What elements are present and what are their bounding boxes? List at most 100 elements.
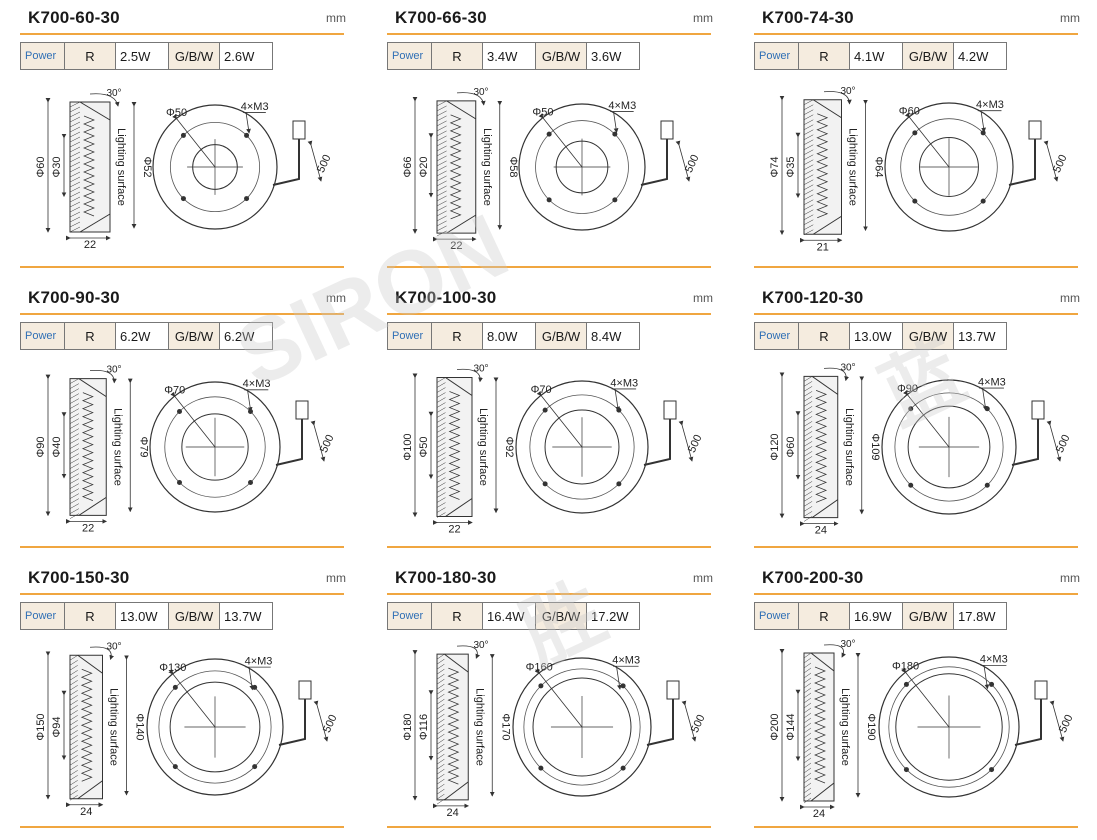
mounting-hole: [903, 681, 909, 687]
red-label: R: [64, 42, 116, 70]
mounting-hole: [616, 407, 622, 413]
mounting-hole: [176, 408, 182, 414]
hole-circle-dimension: Φ130: [159, 662, 186, 674]
mounting-hole: [984, 482, 990, 488]
lighting-surface-label: Lighting surface: [477, 408, 489, 486]
unit-label: mm: [1060, 291, 1080, 305]
gbw-power-value: 13.7W: [953, 322, 1007, 350]
gbw-power-value: 17.2W: [586, 602, 640, 630]
hole-circle-dimension: Φ60: [899, 106, 920, 118]
mounting-hole: [542, 407, 548, 413]
mounting-hole: [542, 481, 548, 487]
hole-circle: [169, 121, 261, 213]
mounting-hole: [538, 765, 544, 771]
hole-circle-dimension: Φ70: [531, 384, 552, 396]
cable-connector: 500: [1014, 680, 1076, 746]
angle-label: 30°: [473, 87, 488, 98]
red-label: R: [64, 602, 116, 630]
lighting-surface-label: Lighting surface: [847, 128, 859, 206]
footer-rule: [387, 826, 711, 828]
footer-rule: [754, 826, 1078, 828]
surface-diameter-dimension: Φ190: [865, 713, 877, 740]
inner-aperture: [169, 681, 261, 773]
red-power-value: 4.1W: [849, 42, 903, 70]
led-array: [81, 392, 94, 501]
inner-diameter-dimension: Φ116: [418, 714, 430, 740]
angle-label: 30°: [473, 364, 488, 375]
angle-label: 30°: [840, 362, 855, 373]
outer-diameter-dimension: Φ60: [35, 156, 47, 177]
hole-circle-dimension: Φ160: [526, 661, 553, 673]
header-rule: [387, 313, 711, 315]
unit-label: mm: [326, 291, 346, 305]
mounting-hole: [252, 764, 258, 770]
lighting-surface-label: Lighting surface: [843, 408, 855, 486]
lighting-surface-label: Lighting surface: [108, 688, 120, 766]
angle-label: 30°: [840, 86, 855, 97]
led-array: [447, 667, 460, 785]
mounting-hole: [620, 683, 626, 689]
cable-length-dimension: 500: [1057, 713, 1076, 735]
outer-diameter-dimension: Φ74: [769, 156, 781, 177]
model-title: K700-100-30: [395, 288, 497, 307]
gbw-label: G/B/W: [535, 602, 587, 630]
inner-diameter-dimension: Φ40: [51, 436, 63, 457]
unit-label: mm: [693, 11, 713, 25]
led-array: [816, 113, 829, 219]
ring-body-section: [436, 377, 473, 517]
cable-connector: 500: [640, 120, 702, 186]
mounting-hole: [172, 684, 178, 690]
surface-diameter-dimension: Φ64: [873, 156, 885, 177]
outer-diameter-dimension: Φ120: [769, 433, 781, 460]
inner-diameter-dimension: Φ50: [418, 436, 430, 457]
hole-circle: [164, 396, 266, 498]
depth-dimension: 24: [447, 807, 459, 819]
gbw-power-value: 8.4W: [586, 322, 640, 350]
mounting-hole: [912, 130, 918, 136]
cable-length-dimension: 500: [689, 713, 708, 735]
mounting-hole: [180, 196, 186, 202]
gbw-power-value: 13.7W: [219, 602, 273, 630]
gbw-power-value: 6.2W: [219, 322, 273, 350]
red-label: R: [798, 42, 850, 70]
depth-dimension: 22: [450, 240, 462, 252]
header-rule: [20, 313, 344, 315]
angle-label: 30°: [473, 640, 488, 651]
holes-label: 4×M3: [610, 377, 638, 389]
depth-dimension: 24: [813, 808, 825, 820]
surface-diameter-dimension: Φ58: [507, 156, 519, 177]
footer-rule: [20, 826, 344, 828]
header-rule: [20, 33, 344, 35]
mounting-hole: [248, 480, 254, 486]
mounting-hole: [176, 480, 182, 486]
footer-rule: [387, 546, 711, 548]
depth-dimension: 22: [82, 522, 94, 534]
inner-aperture: [544, 409, 620, 485]
lighting-surface-label: Lighting surface: [473, 688, 485, 766]
cable-length-dimension: 500: [683, 153, 702, 175]
angle-label: 30°: [106, 641, 121, 652]
red-label: R: [798, 602, 850, 630]
mounting-hole: [989, 681, 995, 687]
gbw-label: G/B/W: [168, 322, 220, 350]
mounting-hole: [989, 767, 995, 773]
